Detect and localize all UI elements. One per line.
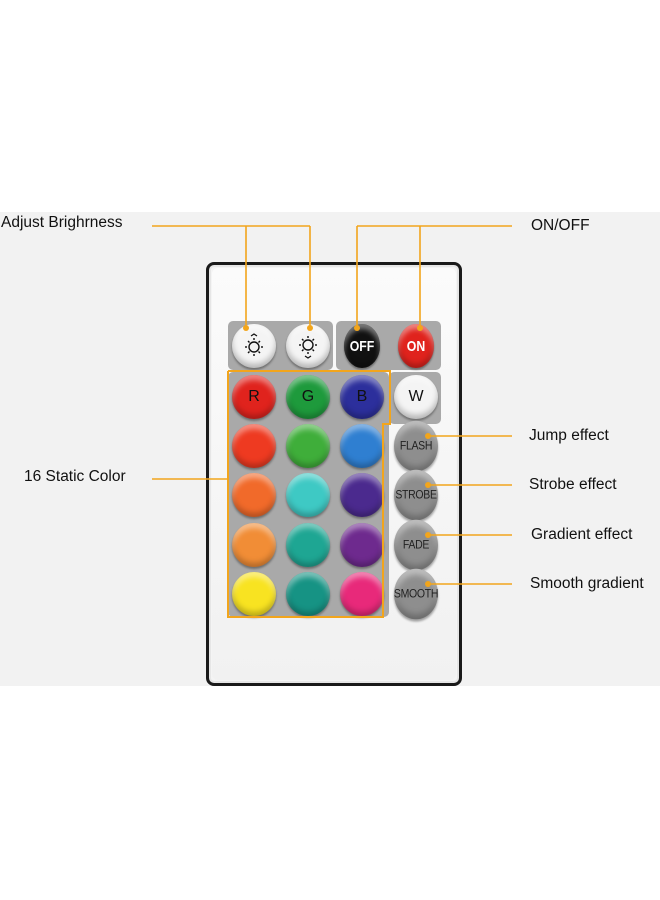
color-button[interactable] [286, 424, 330, 468]
green-button[interactable]: G [286, 375, 330, 419]
brightness-up-button[interactable] [232, 324, 276, 368]
smooth-button[interactable]: SMOOTH [394, 568, 438, 620]
on-button[interactable]: ON [397, 324, 435, 368]
color-button[interactable] [340, 572, 384, 616]
color-button[interactable] [340, 473, 384, 517]
strobe-button[interactable]: STROBE [394, 469, 438, 521]
brightness-down-button[interactable] [286, 324, 330, 368]
color-button[interactable] [232, 473, 276, 517]
color-button[interactable] [232, 424, 276, 468]
label-gradient-effect: Gradient effect [531, 526, 633, 543]
fade-button[interactable]: FADE [394, 519, 438, 571]
label-adjust-brightness: Adjust Brighrness [1, 214, 123, 231]
color-button[interactable] [286, 473, 330, 517]
label-on-off: ON/OFF [531, 217, 590, 234]
color-button[interactable] [286, 523, 330, 567]
color-button[interactable] [232, 523, 276, 567]
color-button[interactable] [286, 572, 330, 616]
label-jump-effect: Jump effect [529, 427, 609, 444]
blue-button[interactable]: B [340, 375, 384, 419]
color-button[interactable] [232, 572, 276, 616]
white-button[interactable]: W [394, 375, 438, 419]
label-static-color: 16 Static Color [24, 468, 126, 485]
brightness-down-icon [299, 336, 317, 359]
brightness-up-icon [245, 333, 263, 356]
color-button[interactable] [340, 424, 384, 468]
flash-button[interactable]: FLASH [394, 420, 438, 472]
label-strobe-effect: Strobe effect [529, 476, 617, 493]
red-button[interactable]: R [232, 375, 276, 419]
label-smooth-gradient: Smooth gradient [530, 575, 644, 592]
color-button[interactable] [340, 523, 384, 567]
off-button[interactable]: OFF [343, 324, 381, 368]
